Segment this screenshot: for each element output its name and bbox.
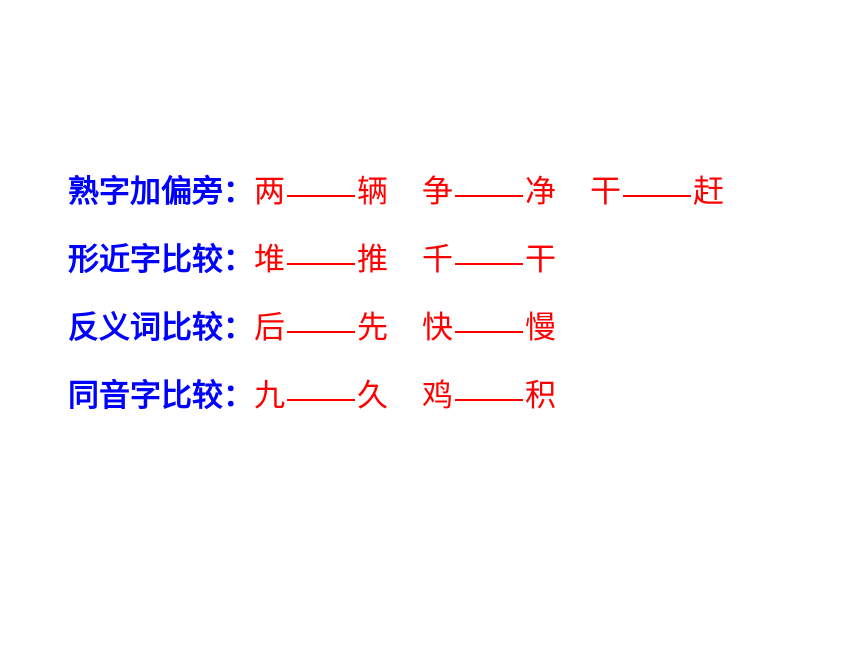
word-b: 辆 <box>357 174 388 210</box>
word-b: 先 <box>357 310 388 346</box>
dash-connector <box>287 399 355 401</box>
word-a: 后 <box>254 310 285 346</box>
pair-group: 两 辆 争 净 干 赶 <box>254 172 724 212</box>
word-pair: 堆 推 <box>254 240 388 280</box>
dash-connector <box>623 195 691 197</box>
word-b: 干 <box>525 242 556 278</box>
pair-group: 堆 推 千 干 <box>254 240 556 280</box>
word-b: 慢 <box>525 310 556 346</box>
word-b: 久 <box>357 378 388 414</box>
dash-connector <box>287 195 355 197</box>
row-familiar-plus-radical: 熟字加偏旁： 两 辆 争 净 干 赶 <box>68 158 724 226</box>
word-b: 净 <box>525 174 556 210</box>
word-pair: 九 久 <box>254 376 388 416</box>
row-label: 形近字比较： <box>68 242 254 278</box>
word-pair: 鸡 积 <box>422 376 556 416</box>
word-pair: 千 干 <box>422 240 556 280</box>
dash-connector <box>287 263 355 265</box>
word-pair: 干 赶 <box>590 172 724 212</box>
dash-connector <box>455 195 523 197</box>
dash-connector <box>455 331 523 333</box>
pair-group: 后 先 快 慢 <box>254 308 556 348</box>
row-similar-shape: 形近字比较： 堆 推 千 干 <box>68 226 724 294</box>
word-b: 积 <box>525 378 556 414</box>
word-pair: 快 慢 <box>422 308 556 348</box>
word-b: 赶 <box>693 174 724 210</box>
word-a: 千 <box>422 242 453 278</box>
dash-connector <box>455 399 523 401</box>
word-b: 推 <box>357 242 388 278</box>
word-a: 两 <box>254 174 285 210</box>
row-antonyms: 反义词比较： 后 先 快 慢 <box>68 294 724 362</box>
row-label: 熟字加偏旁： <box>68 174 254 210</box>
word-a: 争 <box>422 174 453 210</box>
word-a: 九 <box>254 378 285 414</box>
word-comparison-list: 熟字加偏旁： 两 辆 争 净 干 赶 形近字 <box>68 158 724 430</box>
word-a: 快 <box>422 310 453 346</box>
word-pair: 后 先 <box>254 308 388 348</box>
dash-connector <box>455 263 523 265</box>
word-a: 鸡 <box>422 378 453 414</box>
dash-connector <box>287 331 355 333</box>
row-homophones: 同音字比较： 九 久 鸡 积 <box>68 362 724 430</box>
word-pair: 争 净 <box>422 172 556 212</box>
word-pair: 两 辆 <box>254 172 388 212</box>
row-label: 反义词比较： <box>68 310 254 346</box>
pair-group: 九 久 鸡 积 <box>254 376 556 416</box>
word-a: 干 <box>590 174 621 210</box>
word-a: 堆 <box>254 242 285 278</box>
row-label: 同音字比较： <box>68 378 254 414</box>
